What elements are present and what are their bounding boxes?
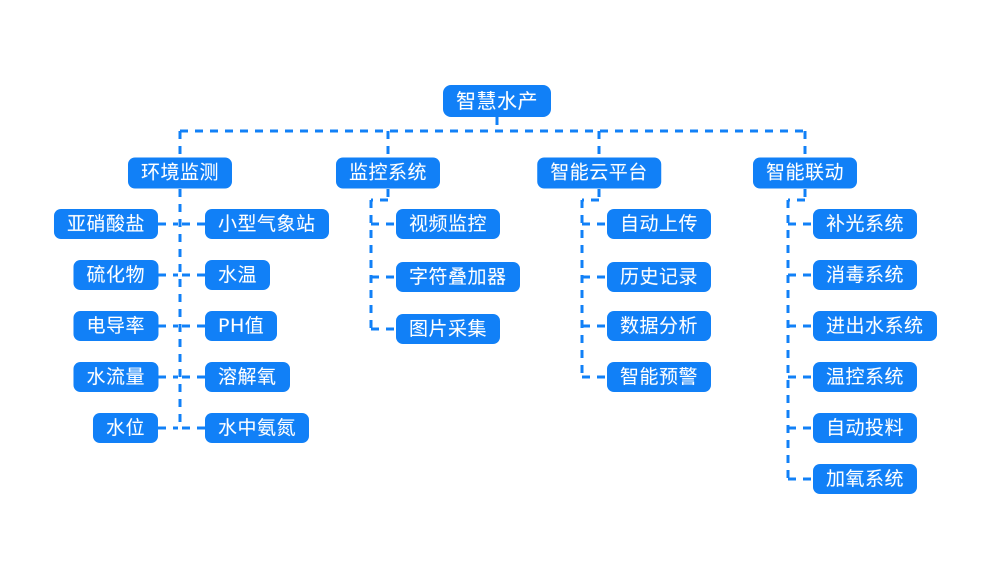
leaf-node-environment-monitoring-right-4[interactable]: 水中氨氮	[205, 413, 310, 443]
leaf-node-smart-cloud-platform-2[interactable]: 数据分析	[607, 311, 712, 341]
leaf-node-smart-cloud-platform-0[interactable]: 自动上传	[607, 209, 712, 239]
branch-node-smart-cloud-platform[interactable]: 智能云平台	[537, 157, 661, 189]
leaf-node-smart-linkage-3[interactable]: 温控系统	[813, 362, 918, 392]
leaf-node-environment-monitoring-right-0[interactable]: 小型气象站	[205, 209, 329, 239]
root-node-smart-aquaculture[interactable]: 智慧水产	[443, 85, 551, 117]
leaf-node-environment-monitoring-right-2[interactable]: PH值	[205, 311, 278, 341]
leaf-node-environment-monitoring-left-3[interactable]: 水流量	[73, 362, 158, 392]
leaf-node-smart-linkage-4[interactable]: 自动投料	[813, 413, 918, 443]
branch-node-smart-linkage[interactable]: 智能联动	[752, 157, 858, 189]
leaf-node-environment-monitoring-left-1[interactable]: 硫化物	[73, 260, 158, 290]
branch-node-environment-monitoring[interactable]: 环境监测	[127, 157, 233, 189]
leaf-node-smart-linkage-1[interactable]: 消毒系统	[813, 260, 918, 290]
leaf-node-environment-monitoring-left-4[interactable]: 水位	[92, 413, 158, 443]
leaf-node-monitoring-system-1[interactable]: 字符叠加器	[396, 262, 520, 292]
leaf-node-smart-linkage-0[interactable]: 补光系统	[813, 209, 918, 239]
leaf-node-environment-monitoring-right-1[interactable]: 水温	[205, 260, 271, 290]
leaf-node-environment-monitoring-left-0[interactable]: 亚硝酸盐	[53, 209, 158, 239]
branch-node-monitoring-system[interactable]: 监控系统	[335, 157, 441, 189]
leaf-node-smart-cloud-platform-1[interactable]: 历史记录	[607, 262, 712, 292]
leaf-node-smart-cloud-platform-3[interactable]: 智能预警	[607, 362, 712, 392]
leaf-node-smart-linkage-2[interactable]: 进出水系统	[813, 311, 937, 341]
leaf-node-smart-linkage-5[interactable]: 加氧系统	[813, 464, 918, 494]
leaf-node-environment-monitoring-left-2[interactable]: 电导率	[73, 311, 158, 341]
leaf-node-environment-monitoring-right-3[interactable]: 溶解氧	[205, 362, 290, 392]
leaf-node-monitoring-system-0[interactable]: 视频监控	[396, 209, 501, 239]
leaf-node-monitoring-system-2[interactable]: 图片采集	[396, 314, 501, 344]
